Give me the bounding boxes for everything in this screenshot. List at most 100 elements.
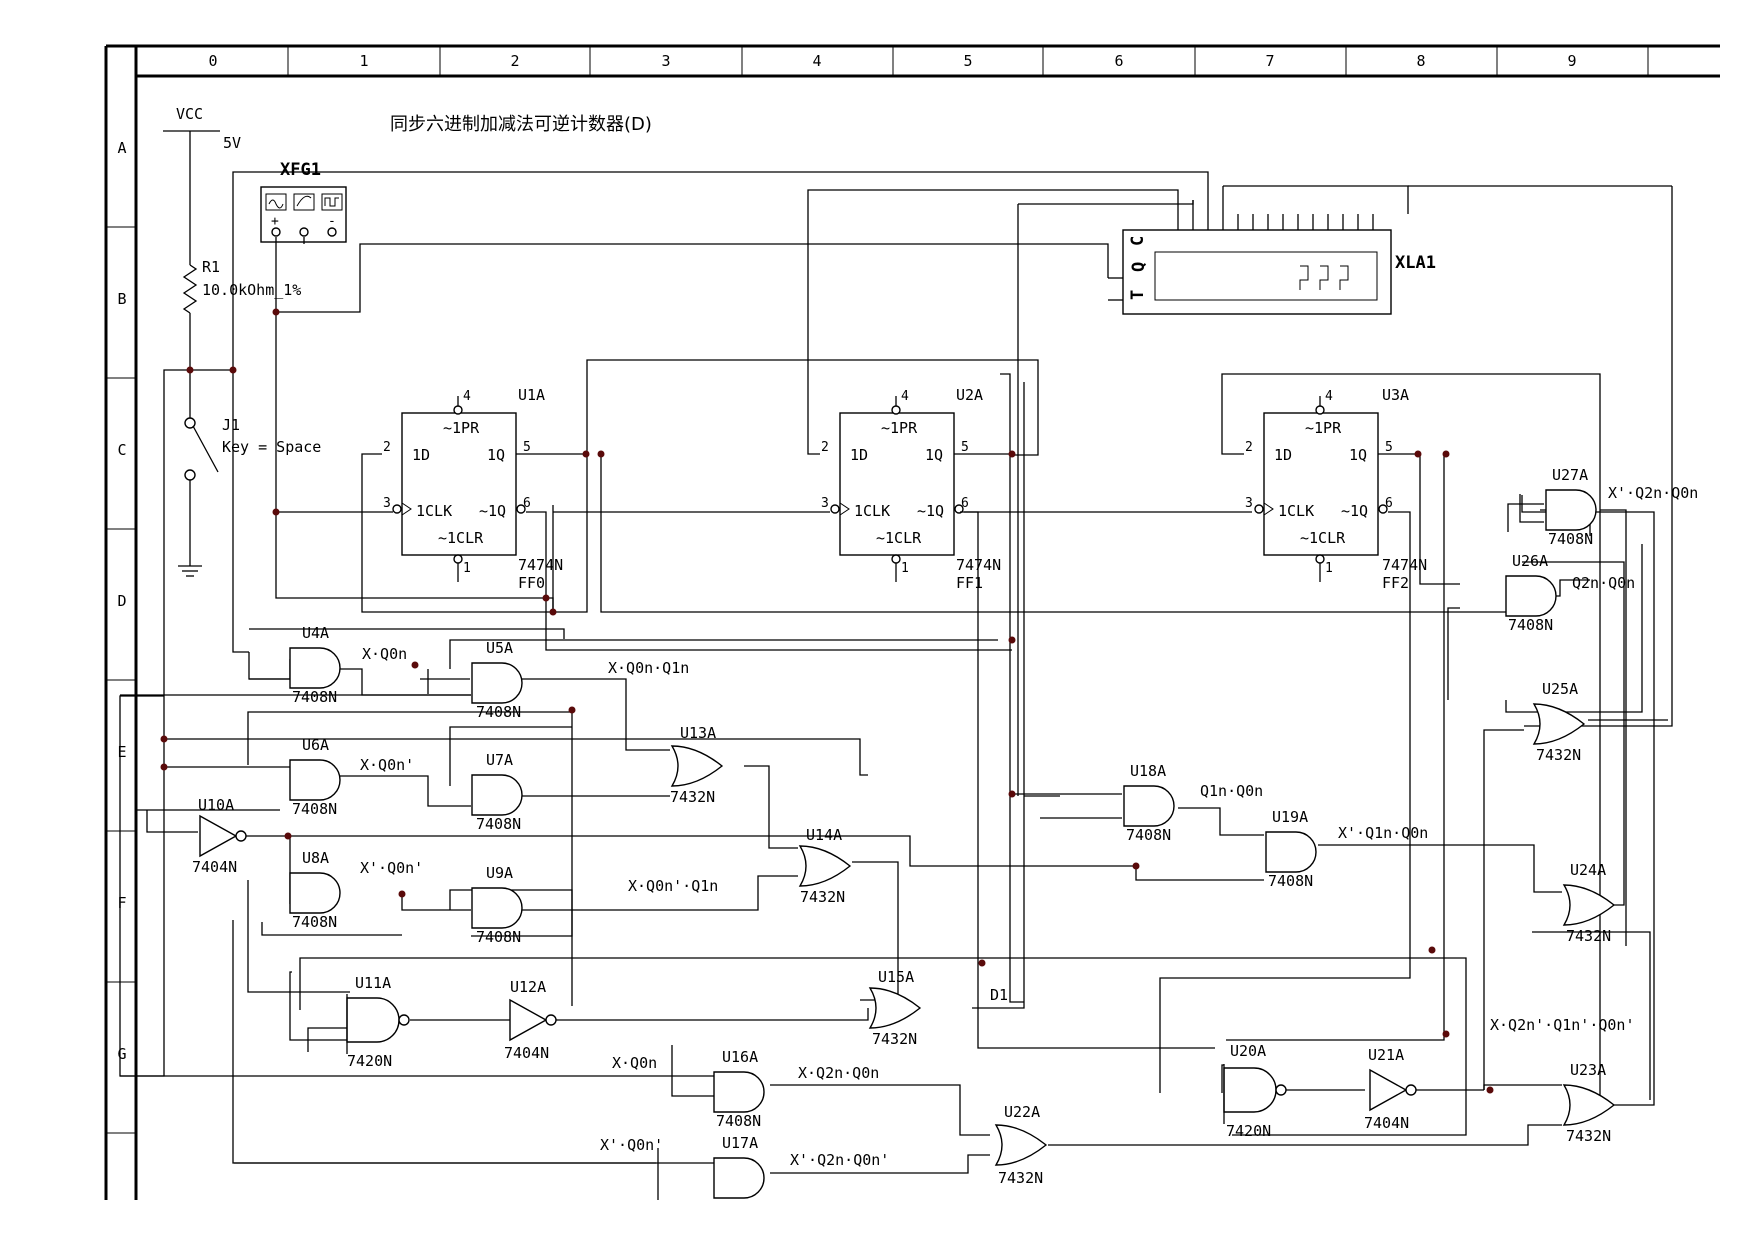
svg-text:1D: 1D (1274, 446, 1292, 464)
svg-text:7432N: 7432N (872, 1030, 917, 1048)
svg-text:Key = Space: Key = Space (222, 438, 321, 456)
and-gate-u16a[interactable]: U16A 7408N (713, 1048, 765, 1130)
diagram-title: 同步六进制加减法可逆计数器(D) (390, 114, 652, 135)
svg-text:U3A: U3A (1382, 386, 1409, 404)
function-generator-xfg1[interactable]: XFG1 + - (260, 160, 347, 243)
and-gate-u8a[interactable]: U8A 7408N (289, 849, 341, 931)
svg-text:U8A: U8A (302, 849, 329, 867)
row-label: D (117, 592, 126, 610)
svg-text:5: 5 (523, 440, 531, 455)
and-gate-u19a[interactable]: U19A 7408N (1265, 808, 1317, 890)
svg-text:1CLK: 1CLK (1278, 502, 1314, 520)
svg-text:1Q: 1Q (1349, 446, 1367, 464)
not-gate-u12a[interactable]: U12A 7404N (504, 978, 557, 1062)
or-gate-u13a[interactable]: U13A 7432N (670, 724, 723, 806)
svg-text:U9A: U9A (486, 864, 513, 882)
svg-text:U15A: U15A (878, 968, 914, 986)
nand-gate-u20a[interactable]: U20A 7420N (1223, 1042, 1287, 1140)
or-gate-u15a[interactable]: U15A 7432N (869, 968, 921, 1048)
and-gate-u17a[interactable]: U17A (713, 1134, 765, 1199)
logic-analyzer-xla1[interactable]: XLA1 C Q T (1108, 200, 1436, 315)
svg-text:6: 6 (1385, 496, 1393, 511)
net-label: X·Q0n·Q1n (608, 659, 689, 677)
svg-text:7408N: 7408N (476, 815, 521, 833)
flip-flop-u3a[interactable]: ~1PR 1D 1Q 1CLK ~1Q ~1CLR 4 2 5 3 6 1 U3… (1245, 386, 1427, 592)
svg-text:FF0: FF0 (518, 574, 545, 592)
svg-text:6: 6 (523, 496, 531, 511)
not-gate-u10a[interactable]: U10A 7404N (192, 796, 247, 876)
svg-text:2: 2 (821, 440, 829, 455)
svg-text:U11A: U11A (355, 974, 391, 992)
and-gate-u4a[interactable]: U4A 7408N (289, 624, 341, 706)
sheet-border (104, 44, 1720, 1200)
svg-text:U25A: U25A (1542, 680, 1578, 698)
or-gate-u14a[interactable]: U14A 7432N (799, 826, 851, 906)
and-gate-u5a[interactable]: U5A 7408N (471, 639, 523, 721)
svg-text:XFG1: XFG1 (280, 160, 321, 180)
row-labels: A B C D E F G (117, 139, 126, 1063)
nand-gate-u11a[interactable]: U11A 7420N (346, 974, 410, 1070)
svg-text:~1PR: ~1PR (443, 419, 480, 437)
vcc-source: VCC 5V (163, 105, 241, 265)
and-gate-u9a[interactable]: U9A 7408N (471, 864, 523, 946)
svg-text:7404N: 7404N (192, 858, 237, 876)
net-label: X·Q0n (362, 645, 407, 663)
svg-text:U2A: U2A (956, 386, 983, 404)
col-label: 2 (510, 52, 519, 70)
svg-text:J1: J1 (222, 416, 240, 434)
svg-text:U19A: U19A (1272, 808, 1308, 826)
svg-text:~1Q: ~1Q (917, 502, 944, 520)
svg-text:7408N: 7408N (1548, 530, 1593, 548)
svg-text:7432N: 7432N (998, 1169, 1043, 1187)
net-label: X'·Q2n·Q0n' (790, 1151, 889, 1169)
svg-text:~1CLR: ~1CLR (1300, 529, 1346, 547)
svg-text:3: 3 (821, 496, 829, 511)
svg-text:7432N: 7432N (1566, 1127, 1611, 1145)
flip-flop-u2a[interactable]: ~1PR 1D 1Q 1CLK ~1Q ~1CLR 4 2 5 3 6 1 U2… (821, 386, 1001, 592)
svg-text:7408N: 7408N (1126, 826, 1171, 844)
net-label: X·Q2n'·Q1n'·Q0n' (1490, 1016, 1635, 1034)
net-label: X·Q2n·Q0n (798, 1064, 879, 1082)
col-label: 0 (208, 52, 217, 70)
and-gate-u6a[interactable]: U6A 7408N (289, 736, 341, 818)
col-label: 5 (963, 52, 972, 70)
row-label: F (117, 894, 126, 912)
svg-text:7404N: 7404N (504, 1044, 549, 1062)
and-gate-u18a[interactable]: U18A 7408N (1123, 762, 1175, 844)
not-gate-u21a[interactable]: U21A 7404N (1364, 1046, 1417, 1132)
net-label: X·Q0n (612, 1054, 657, 1072)
svg-text:7432N: 7432N (1566, 927, 1611, 945)
or-gate-u22a[interactable]: U22A 7432N (995, 1103, 1047, 1187)
svg-text:U4A: U4A (302, 624, 329, 642)
svg-text:3: 3 (383, 496, 391, 511)
or-gate-u23a[interactable]: U23A 7432N (1563, 1061, 1615, 1145)
svg-text:U5A: U5A (486, 639, 513, 657)
svg-text:7432N: 7432N (800, 888, 845, 906)
svg-text:U12A: U12A (510, 978, 546, 996)
net-label: Q2n·Q0n (1572, 574, 1635, 592)
svg-text:7408N: 7408N (1508, 616, 1553, 634)
svg-text:7474N: 7474N (518, 556, 563, 574)
resistor-r1: R1 10.0kOhm_1% (182, 258, 301, 370)
and-gate-u27a[interactable]: U27A 7408N (1545, 466, 1597, 548)
switch-j1[interactable]: J1 Key = Space (178, 370, 321, 577)
svg-text:7432N: 7432N (670, 788, 715, 806)
and-gate-u26a[interactable]: U26A 7408N (1505, 552, 1557, 634)
svg-text:~1Q: ~1Q (479, 502, 506, 520)
net-labels: X·Q0n X·Q0n·Q1n X·Q0n' X'·Q0n' X·Q0n'·Q1… (360, 484, 1698, 1169)
svg-text:U16A: U16A (722, 1048, 758, 1066)
svg-text:~1CLR: ~1CLR (438, 529, 484, 547)
or-gate-u25a[interactable]: U25A 7432N (1533, 680, 1585, 764)
svg-text:1D: 1D (850, 446, 868, 464)
col-label: 3 (661, 52, 670, 70)
svg-text:U22A: U22A (1004, 1103, 1040, 1121)
or-gate-u24a[interactable]: U24A 7432N (1563, 861, 1615, 945)
svg-text:5: 5 (1385, 440, 1393, 455)
svg-text:7432N: 7432N (1536, 746, 1581, 764)
net-label: X·Q0n'·Q1n (628, 877, 718, 895)
flip-flop-u1a[interactable]: ~1PR 1D 1Q 1CLK ~1Q ~1CLR 4 2 5 3 6 1 U1… (383, 386, 563, 592)
svg-text:+: + (271, 214, 279, 229)
and-gate-u7a[interactable]: U7A 7408N (471, 751, 523, 833)
svg-text:7408N: 7408N (716, 1112, 761, 1130)
